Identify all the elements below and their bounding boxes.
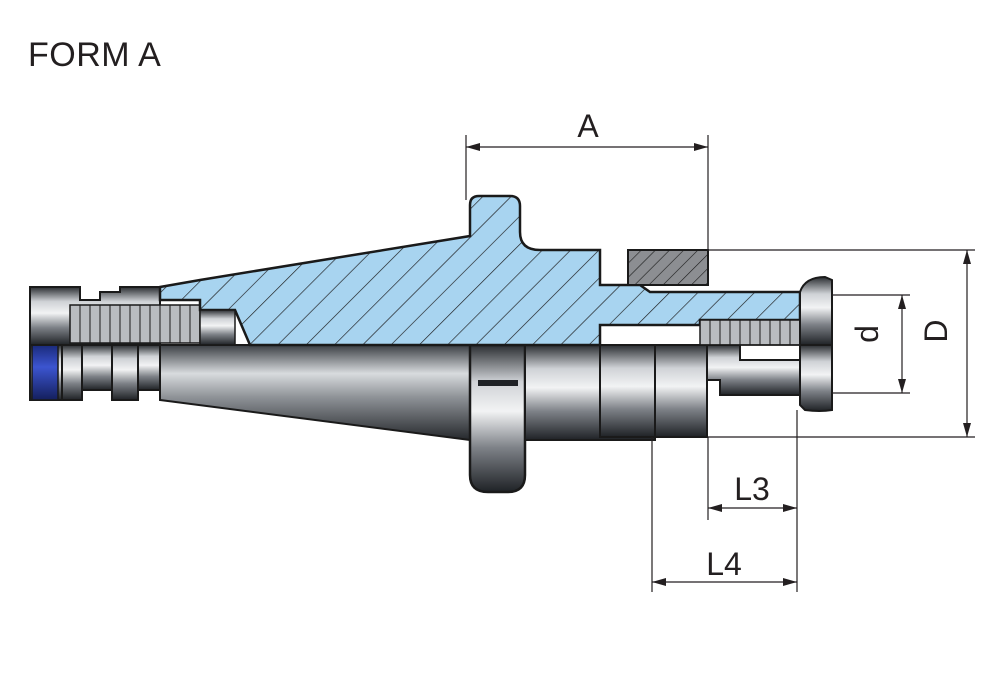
flange [468,343,527,494]
dimension-D-label: D [918,319,954,342]
dimension-d-label: d [849,325,885,343]
form-title: FORM A [28,36,162,74]
drive-key [627,249,709,286]
dimension-a-label: A [577,108,599,144]
dimension-d [832,294,910,394]
taper-cone [159,344,471,442]
blue-ring [31,344,59,401]
dimension-l4 [651,437,797,592]
dimension-l3 [707,410,798,592]
section-upper-half [29,194,833,347]
dimension-a [465,135,709,250]
screw-head [799,344,833,412]
exterior-lower-half [29,343,833,494]
dimension-l3-label: L3 [734,471,770,507]
dimension-D [708,249,975,438]
thread [69,304,201,344]
dimension-l4-label: L4 [706,546,742,582]
